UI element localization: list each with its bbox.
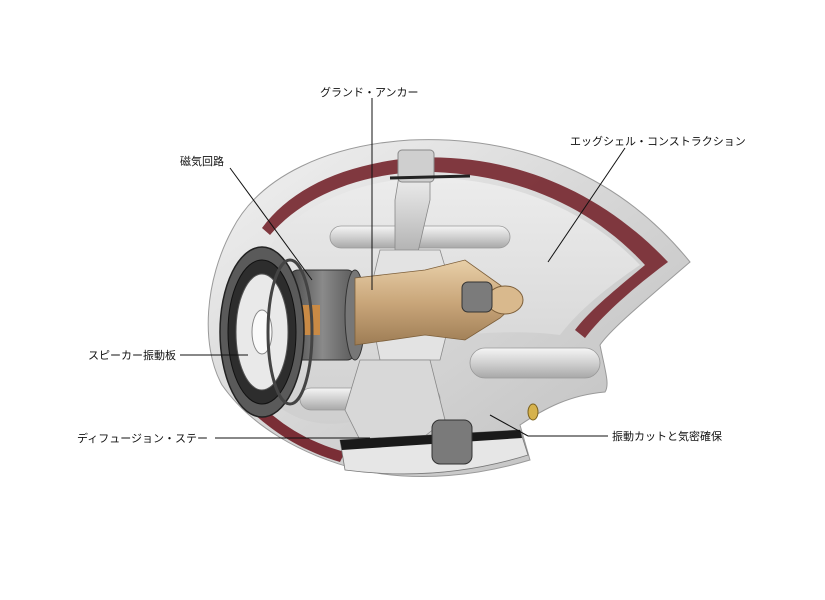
leader-vibration-cut-diag — [489, 414, 529, 437]
leader-magnetic-circuit — [229, 167, 313, 281]
label-eggshell-construction: エッグシェル・コンストラクション — [570, 134, 746, 148]
speaker-rim — [266, 258, 314, 406]
base-gasket — [340, 430, 522, 450]
lower-right-rod — [469, 347, 601, 379]
label-magnetic-circuit: 磁気回路 — [180, 154, 224, 168]
anchor-screw — [461, 281, 493, 313]
ground-anchor-pin — [389, 174, 471, 180]
label-vibration-cut-airtight: 振動カットと気密確保 — [612, 429, 722, 443]
leader-eggshell — [547, 147, 626, 263]
small-screw-gold — [527, 403, 539, 421]
label-speaker-diaphragm: スピーカー振動板 — [88, 348, 176, 362]
diffusion-stay-bracket — [344, 359, 446, 441]
ground-anchor-top-block — [397, 149, 435, 183]
egg-shell-cut-edge — [262, 157, 668, 338]
foot-bolt — [431, 419, 473, 465]
label-ground-anchor: グランド・アンカー — [320, 85, 419, 99]
label-diffusion-stay: ディフュージョン・ステー — [77, 431, 208, 445]
